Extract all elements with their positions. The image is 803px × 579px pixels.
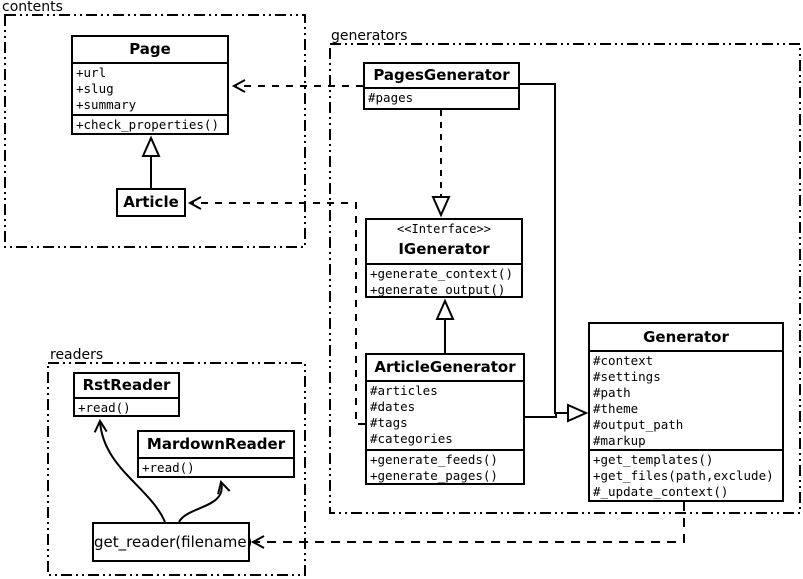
- package-label-generators: generators: [331, 28, 408, 44]
- methods-compartment: +read(): [139, 457, 293, 477]
- method: +generate_feeds(): [370, 452, 498, 467]
- attribute: #tags: [370, 415, 408, 430]
- attribute: +summary: [76, 97, 137, 112]
- attributes-compartment: #articles #dates #tags #categories: [367, 380, 523, 449]
- class-title: PagesGenerator: [373, 66, 510, 84]
- class-title: IGenerator: [398, 240, 490, 258]
- class-title: Page: [129, 40, 171, 58]
- inheritance-pagesgenerator-to-generator: [520, 83, 589, 423]
- attribute: #pages: [368, 90, 414, 105]
- attribute: #categories: [370, 431, 453, 446]
- class-box-igenerator: <<Interface>> IGenerator +generate_conte…: [365, 218, 523, 298]
- attributes-compartment: #context #settings #path #theme #output_…: [590, 350, 782, 449]
- method: #_update_context(): [593, 484, 729, 499]
- method: +generate_pages(): [370, 468, 498, 483]
- name-compartment: <<Interface>> IGenerator: [367, 220, 521, 263]
- methods-compartment: +get_templates() +get_files(path,exclude…: [590, 449, 782, 502]
- function-box-getreader: get_reader(filename): [92, 522, 253, 562]
- method: +generate_context(): [370, 266, 513, 281]
- class-box-pagesgenerator: PagesGenerator #pages: [363, 62, 520, 110]
- class-title: Article: [123, 193, 179, 211]
- class-title: ArticleGenerator: [374, 358, 516, 376]
- attributes-compartment: #pages: [365, 87, 518, 109]
- attribute: #dates: [370, 399, 416, 414]
- class-title: MardownReader: [146, 435, 286, 453]
- class-box-articlegenerator: ArticleGenerator #articles #dates #tags …: [365, 353, 525, 485]
- method: +read(): [142, 460, 195, 475]
- stereotype: <<Interface>>: [397, 222, 491, 236]
- class-box-rstreader: RstReader +read(): [73, 372, 180, 417]
- package-label-readers: readers: [50, 347, 104, 363]
- inheritance-articlegenerator-to-generator: [523, 413, 557, 418]
- methods-compartment: +read(): [75, 397, 178, 416]
- methods-compartment: +generate_feeds() +generate_pages(): [367, 449, 523, 485]
- method: +get_files(path,exclude): [593, 468, 774, 483]
- attribute: #context: [593, 353, 654, 368]
- methods-compartment: +generate_context() +generate_output(): [367, 263, 521, 298]
- method: +read(): [78, 400, 131, 415]
- class-box-mardownreader: MardownReader +read(): [137, 430, 295, 478]
- attribute: #markup: [593, 433, 646, 448]
- class-title: RstReader: [82, 376, 171, 394]
- attribute: #path: [593, 385, 631, 400]
- function-label: get_reader(filename): [94, 533, 253, 551]
- method: +check_properties(): [76, 117, 219, 132]
- methods-compartment: +check_properties(): [73, 114, 227, 135]
- method: +get_templates(): [593, 452, 714, 467]
- class-box-article: Article: [116, 188, 186, 217]
- dependency-articlegenerator-to-article: [187, 196, 365, 425]
- attributes-compartment: +url +slug +summary: [73, 62, 227, 114]
- attribute: #settings: [593, 369, 661, 384]
- association-getreader-to-mardownreader: [178, 479, 231, 523]
- package-label-contents: contents: [2, 0, 63, 15]
- attribute: +slug: [76, 81, 114, 96]
- attribute: #output_path: [593, 417, 684, 432]
- class-title: Generator: [643, 328, 729, 346]
- attribute: #theme: [593, 401, 639, 416]
- dependency-generator-to-getreader: [250, 502, 685, 549]
- attribute: +url: [76, 65, 107, 80]
- class-box-generator: Generator #context #settings #path #them…: [588, 322, 784, 502]
- class-box-page: Page +url +slug +summary +check_properti…: [71, 35, 229, 135]
- attribute: #articles: [370, 383, 438, 398]
- method: +generate_output(): [370, 282, 506, 297]
